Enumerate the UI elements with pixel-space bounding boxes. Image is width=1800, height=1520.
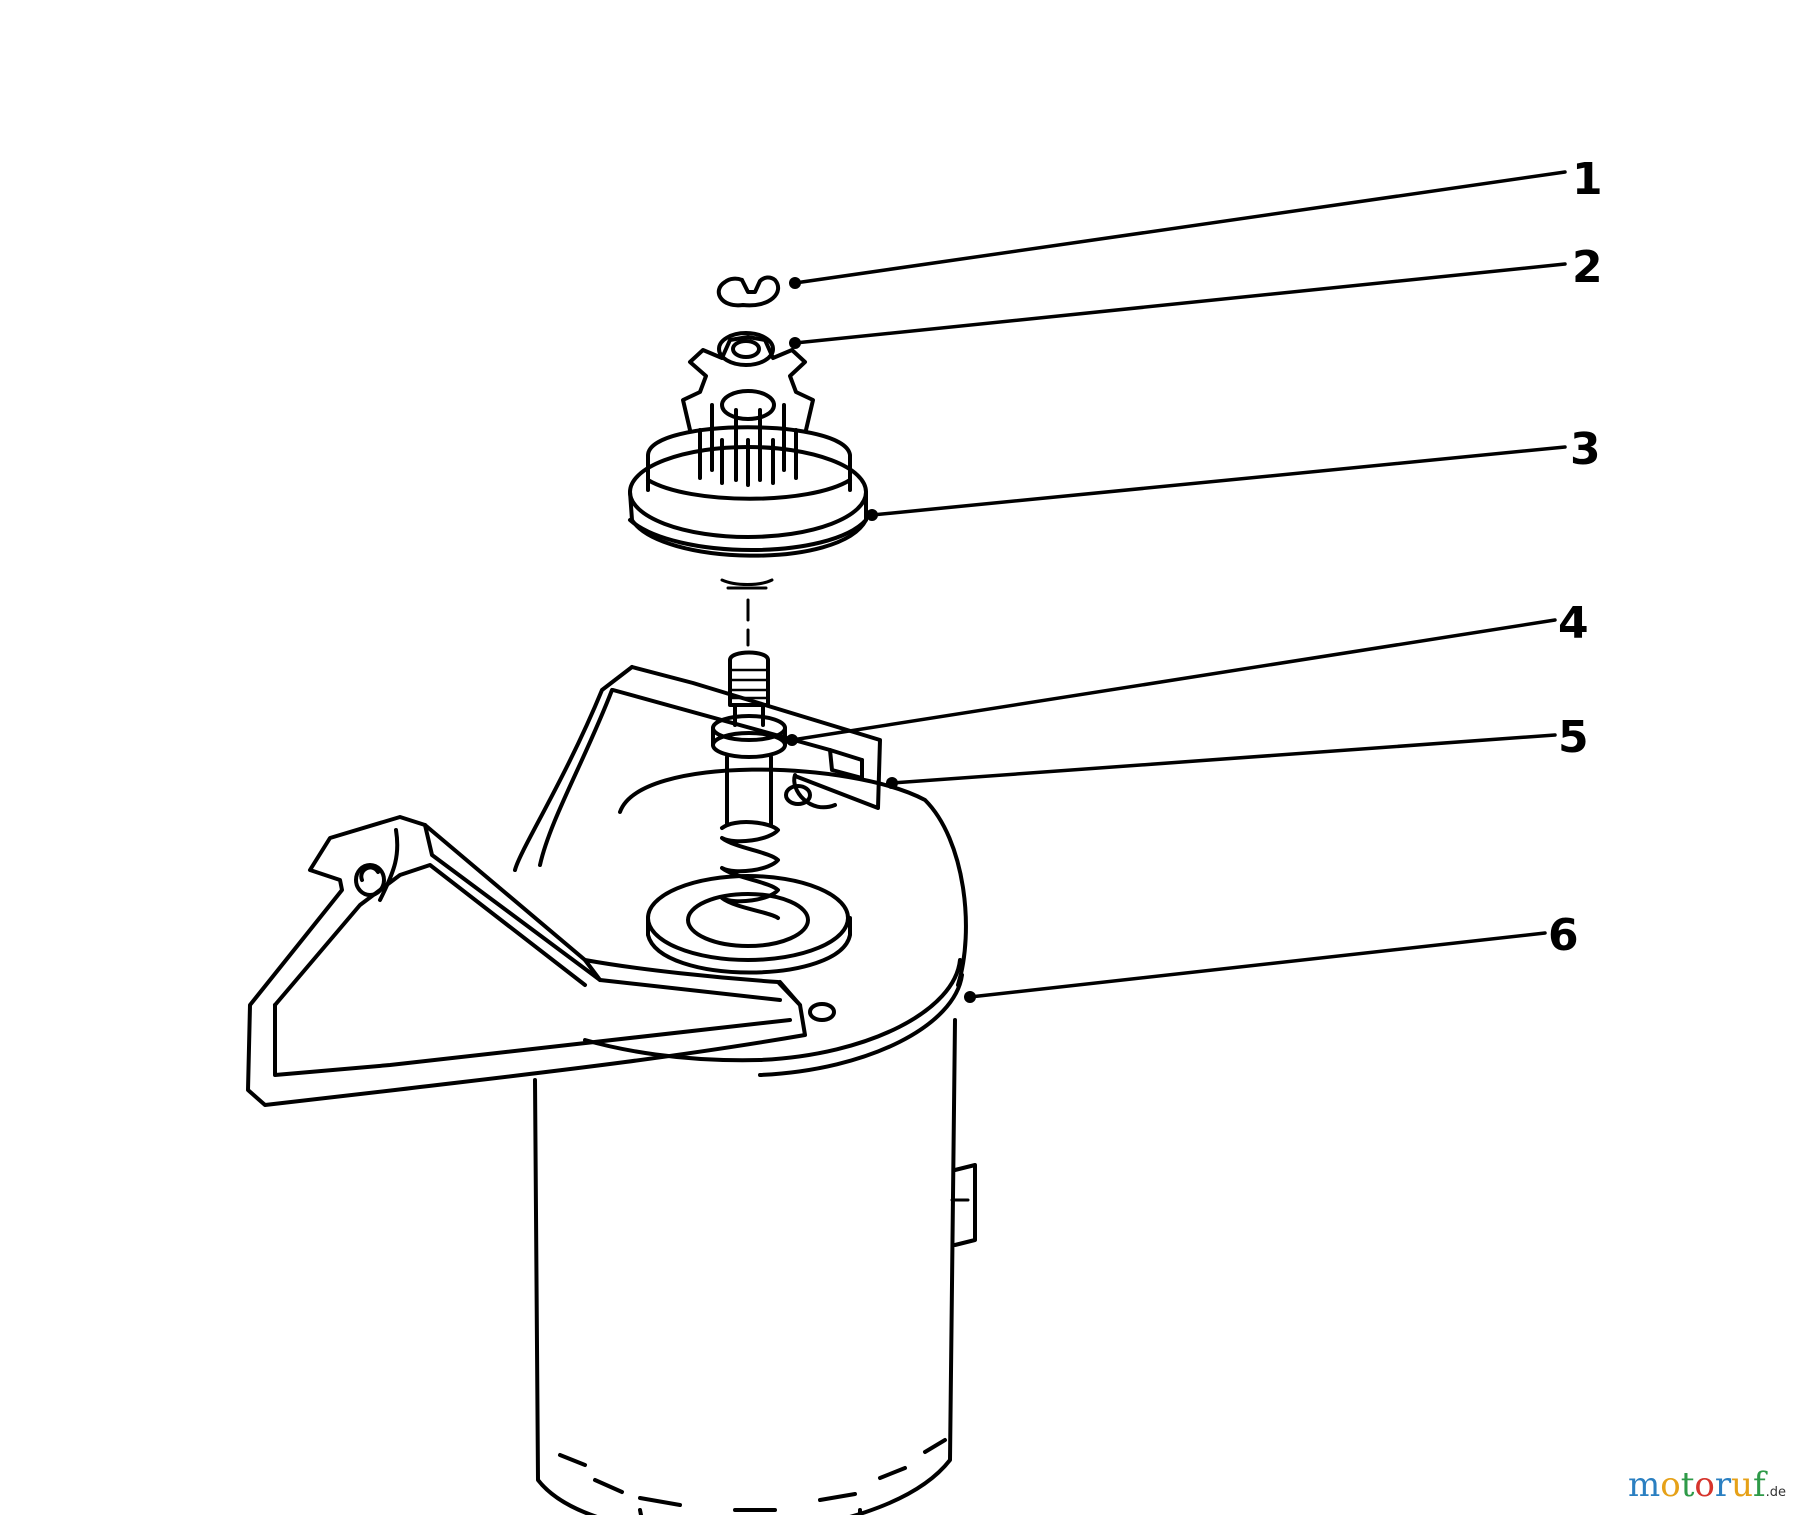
callout-2: 2 [1572, 242, 1603, 293]
watermark-letter: f [1753, 1465, 1766, 1505]
watermark-letter: u [1731, 1465, 1754, 1505]
shaft-part [711, 650, 787, 920]
mounting-bracket-part [513, 665, 882, 872]
callout-6: 6 [1548, 910, 1579, 961]
watermark-letter: m [1627, 1465, 1661, 1505]
leader-line-1 [793, 170, 1567, 285]
pinion-gear-part [628, 335, 868, 590]
callout-labels: 1 2 3 4 5 6 [1548, 154, 1603, 961]
watermark-domain: .de [1765, 1485, 1786, 1500]
leader-line-2 [793, 262, 1567, 345]
leader-dots [786, 277, 976, 1003]
watermark-letter: t [1680, 1465, 1695, 1505]
leader-lines [790, 170, 1567, 999]
watermark-letter: o [1694, 1465, 1715, 1505]
callout-5: 5 [1558, 712, 1589, 763]
retaining-clip-part [716, 275, 781, 308]
leader-line-5 [890, 733, 1557, 785]
callout-1: 1 [1572, 154, 1603, 205]
watermark-letter: r [1714, 1465, 1732, 1505]
leader-line-3 [870, 445, 1567, 517]
leader-line-6 [968, 931, 1547, 999]
washer-part [717, 331, 775, 367]
bracket-arm-part [246, 815, 836, 1107]
leader-line-4 [790, 618, 1557, 742]
callout-3: 3 [1570, 424, 1601, 475]
site-watermark: motoruf.de [1628, 1465, 1786, 1505]
watermark-letter: o [1660, 1465, 1681, 1505]
starter-motor-part [533, 767, 977, 1520]
callout-4: 4 [1558, 598, 1589, 649]
